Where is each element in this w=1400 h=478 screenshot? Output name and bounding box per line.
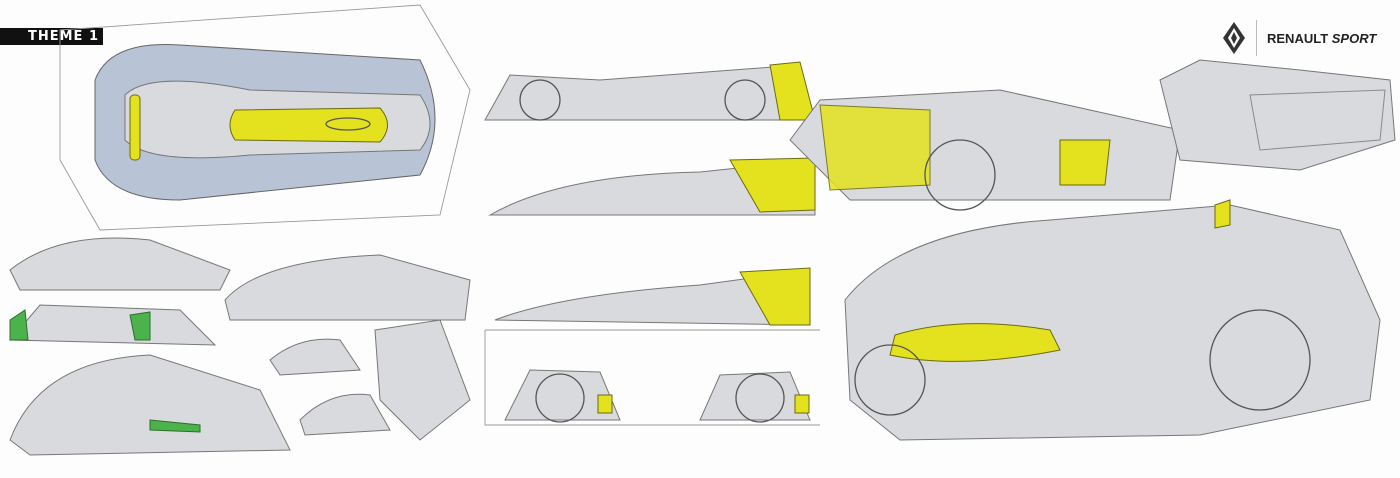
theme-label: THEME 1 [0, 28, 103, 45]
logo-divider [1256, 20, 1257, 56]
sketch-perspective-views [789, 59, 1396, 441]
brand-renault: RENAULT [1267, 30, 1329, 46]
sketch-side-views [484, 61, 820, 426]
brand-sport: SPORT [1331, 30, 1377, 46]
sketch-small-views [8, 237, 471, 456]
sketch-top-view [59, 4, 471, 231]
renault-sport-logo: RENAULT SPORT [1222, 20, 1376, 56]
renault-diamond-icon [1223, 22, 1245, 54]
brand-name: RENAULT SPORT [1267, 31, 1376, 46]
